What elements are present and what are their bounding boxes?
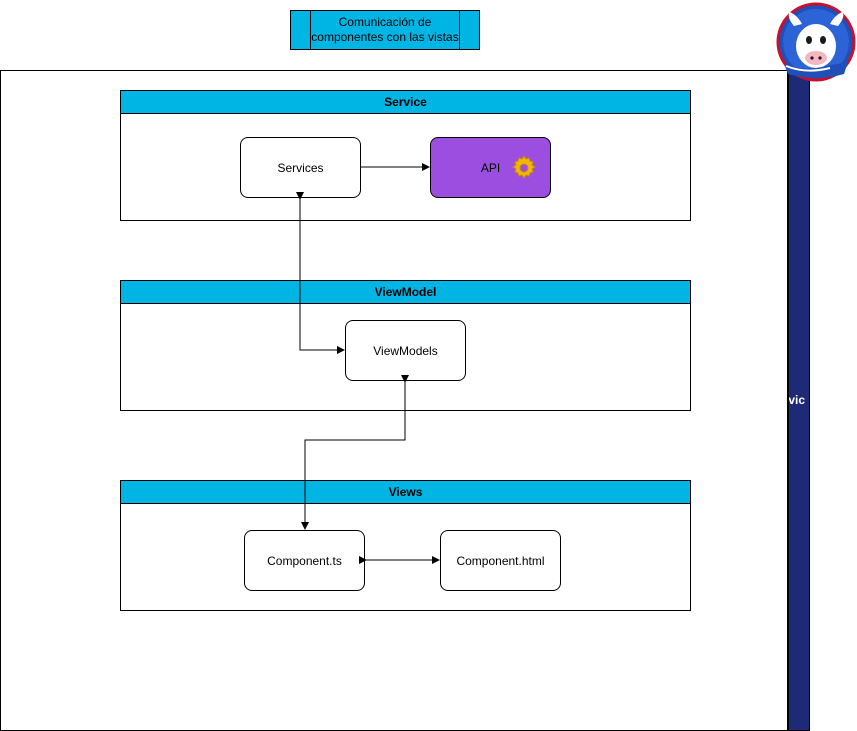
gear-icon	[509, 153, 539, 186]
service-layer-header: Service	[121, 91, 690, 114]
services-node[interactable]: Services	[240, 137, 361, 198]
component-ts-node-label: Component.ts	[267, 553, 342, 568]
views-layer-header: Views	[121, 481, 690, 504]
side-bar: ervic	[788, 70, 810, 731]
viewmodels-node[interactable]: ViewModels	[345, 320, 466, 381]
views-layer: Views	[120, 480, 691, 611]
api-node[interactable]: API	[430, 137, 551, 198]
cow-mascot-logo	[776, 2, 856, 82]
viewmodel-layer-header: ViewModel	[121, 281, 690, 304]
title-box-left-bar	[291, 11, 311, 49]
diagram-title-box: Comunicación de componentes con las vist…	[290, 10, 480, 50]
component-ts-node[interactable]: Component.ts	[244, 530, 365, 591]
services-node-label: Services	[277, 160, 324, 175]
api-node-label: API	[480, 160, 501, 175]
diagram-title: Comunicación de componentes con las vist…	[311, 15, 459, 44]
component-html-node[interactable]: Component.html	[440, 530, 561, 591]
component-html-node-label: Component.html	[456, 553, 545, 568]
viewmodels-node-label: ViewModels	[373, 343, 438, 358]
service-layer: Service	[120, 90, 691, 221]
side-bar-label: ervic	[788, 393, 806, 407]
title-box-right-bar	[459, 11, 479, 49]
